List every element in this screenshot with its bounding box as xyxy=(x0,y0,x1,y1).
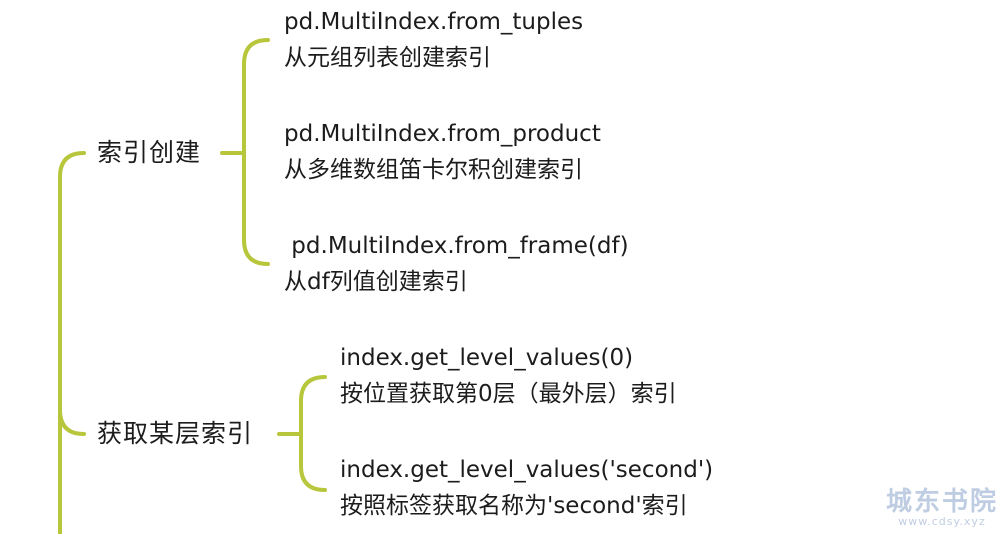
leaf-code-from-tuples: pd.MultiIndex.from_tuples xyxy=(284,9,584,35)
watermark-url: www.cdsy.xyz xyxy=(898,515,986,528)
leaf-code-from-frame: pd.MultiIndex.from_frame(df) xyxy=(284,233,629,259)
leaf-code-level-label: index.get_level_values('second') xyxy=(340,457,714,483)
leaf-code-from-product: pd.MultiIndex.from_product xyxy=(284,121,601,147)
leaf-desc-level-position: 按位置获取第0层（最外层）索引 xyxy=(340,381,677,407)
branch-label-index-creation: 索引创建 xyxy=(97,138,202,167)
watermark-title: 城东书院 xyxy=(885,487,998,517)
leaf-desc-level-label: 按照标签获取名称为'second'索引 xyxy=(340,493,688,519)
leaf-desc-from-frame: 从df列值创建索引 xyxy=(284,269,468,295)
leaf-desc-from-tuples: 从元组列表创建索引 xyxy=(284,45,491,71)
trunk-connector xyxy=(58,151,86,534)
branch2-bracket xyxy=(299,375,327,492)
branch-label-get-level: 获取某层索引 xyxy=(97,419,254,448)
watermark: 城东书院 www.cdsy.xyz xyxy=(886,488,998,528)
leaf-code-level-position: index.get_level_values(0) xyxy=(340,345,634,371)
branch1-bracket xyxy=(242,38,270,266)
leaf-desc-from-product: 从多维数组笛卡尔积创建索引 xyxy=(284,157,583,183)
trunk-to-branch-2 xyxy=(58,408,86,436)
